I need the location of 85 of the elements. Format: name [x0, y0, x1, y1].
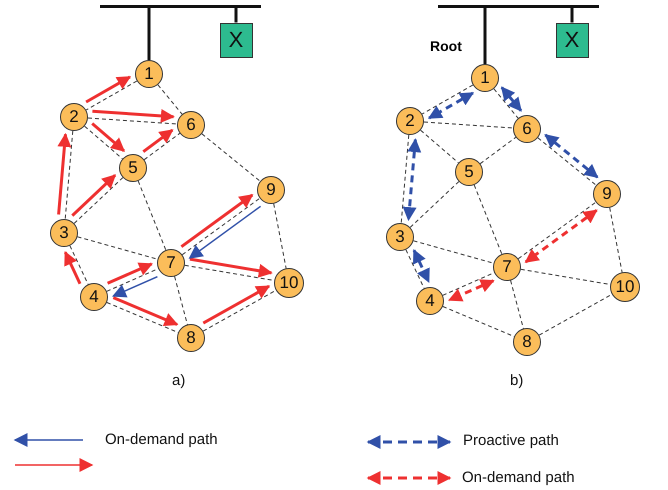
network-node: 10 [274, 268, 304, 298]
link-line [400, 134, 410, 224]
legend-text: Proactive path [463, 432, 559, 449]
arrow [112, 276, 158, 298]
link-line [413, 240, 494, 264]
network-node: 3 [386, 223, 414, 251]
network-node: 2 [60, 103, 88, 131]
link-line [74, 177, 124, 224]
network-node: 6 [177, 111, 205, 139]
bus-line [484, 8, 486, 64]
bus-line [71, 174, 116, 217]
device-box: X [220, 22, 252, 58]
link-line [138, 180, 166, 250]
link-line [273, 203, 287, 269]
link-line [88, 118, 178, 124]
link-line [410, 181, 460, 228]
link-line [518, 202, 596, 260]
link-line [609, 207, 623, 273]
network-node: 8 [177, 324, 205, 352]
legend-text: On-demand path [105, 431, 218, 448]
link-line [538, 294, 612, 336]
link-line [493, 88, 519, 119]
node-caption: Root [430, 38, 462, 54]
bus-line [64, 251, 82, 284]
bus-line [190, 258, 273, 278]
panel-caption: a) [172, 372, 186, 389]
bus-line [92, 108, 175, 123]
network-node: 8 [513, 328, 541, 356]
panel-caption: b) [510, 372, 524, 389]
arrow [188, 206, 262, 259]
bus-line [112, 296, 178, 326]
link-line [537, 137, 597, 186]
bus-bar [438, 4, 598, 8]
link-line [510, 280, 524, 329]
arrow [448, 279, 495, 302]
link-line [84, 126, 123, 160]
link-line [157, 84, 183, 115]
bus-line [202, 284, 270, 324]
link-line [480, 136, 516, 164]
link-line [202, 290, 276, 332]
link-line [69, 245, 89, 285]
link-line [64, 130, 74, 220]
bus-line [57, 132, 72, 215]
link-line [424, 122, 514, 128]
network-node: 9 [257, 176, 285, 204]
network-node: 1 [471, 64, 499, 92]
arrow [402, 138, 422, 222]
link-line [422, 84, 474, 114]
bus-line [234, 8, 238, 22]
network-node: 5 [119, 154, 147, 182]
network-node: 10 [610, 272, 640, 302]
link-line [474, 184, 502, 254]
network-node: 7 [157, 249, 185, 277]
bus-line [107, 262, 153, 285]
network-node: 7 [493, 253, 521, 281]
bus-line [180, 194, 254, 248]
link-line [420, 130, 459, 164]
bus-line [85, 76, 132, 104]
bus-line [570, 8, 574, 22]
network-node: 4 [416, 287, 444, 315]
link-line [77, 236, 158, 260]
network-node: 4 [80, 283, 108, 311]
arrow [544, 134, 598, 178]
network-node: 9 [593, 180, 621, 208]
network-node: 6 [513, 115, 541, 143]
link-line [174, 276, 188, 325]
link-line [405, 249, 425, 289]
network-node: 3 [50, 219, 78, 247]
link-line [201, 133, 261, 182]
arrow [428, 92, 474, 120]
legend-text: On-demand path [462, 469, 575, 486]
network-node: 5 [455, 158, 483, 186]
bus-bar [100, 4, 260, 8]
device-box: X [556, 22, 588, 58]
network-node: 1 [135, 60, 163, 88]
bus-line [91, 122, 126, 152]
arrow [500, 86, 522, 112]
link-line [86, 80, 138, 110]
link-line [144, 132, 180, 160]
bus-line [142, 128, 174, 153]
arrow [412, 249, 430, 283]
network-node: 2 [396, 107, 424, 135]
arrow [524, 209, 598, 264]
bus-line [148, 8, 150, 60]
link-line [182, 198, 260, 256]
